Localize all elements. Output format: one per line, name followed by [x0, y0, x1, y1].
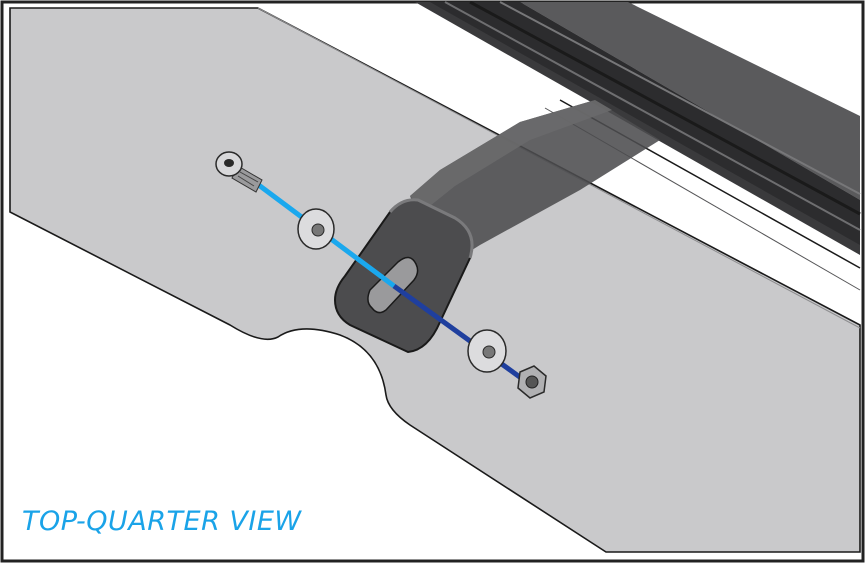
- bolt: [215, 151, 263, 193]
- bolt-axis-rear: [392, 283, 530, 386]
- washer-rear: [467, 329, 507, 373]
- roof-rail-face: [430, 2, 860, 245]
- rail-slot-1: [444, 1, 861, 231]
- bracket-arm: [410, 100, 660, 270]
- view-label: TOP-QUARTER VIEW: [22, 506, 302, 537]
- rail-slot-2: [469, 0, 861, 216]
- washer-front: [297, 208, 335, 250]
- bracket-foot-edge: [388, 198, 474, 259]
- nut: [517, 365, 547, 399]
- bracket-arm-top: [410, 100, 612, 210]
- rail-slot-3: [499, 1, 861, 195]
